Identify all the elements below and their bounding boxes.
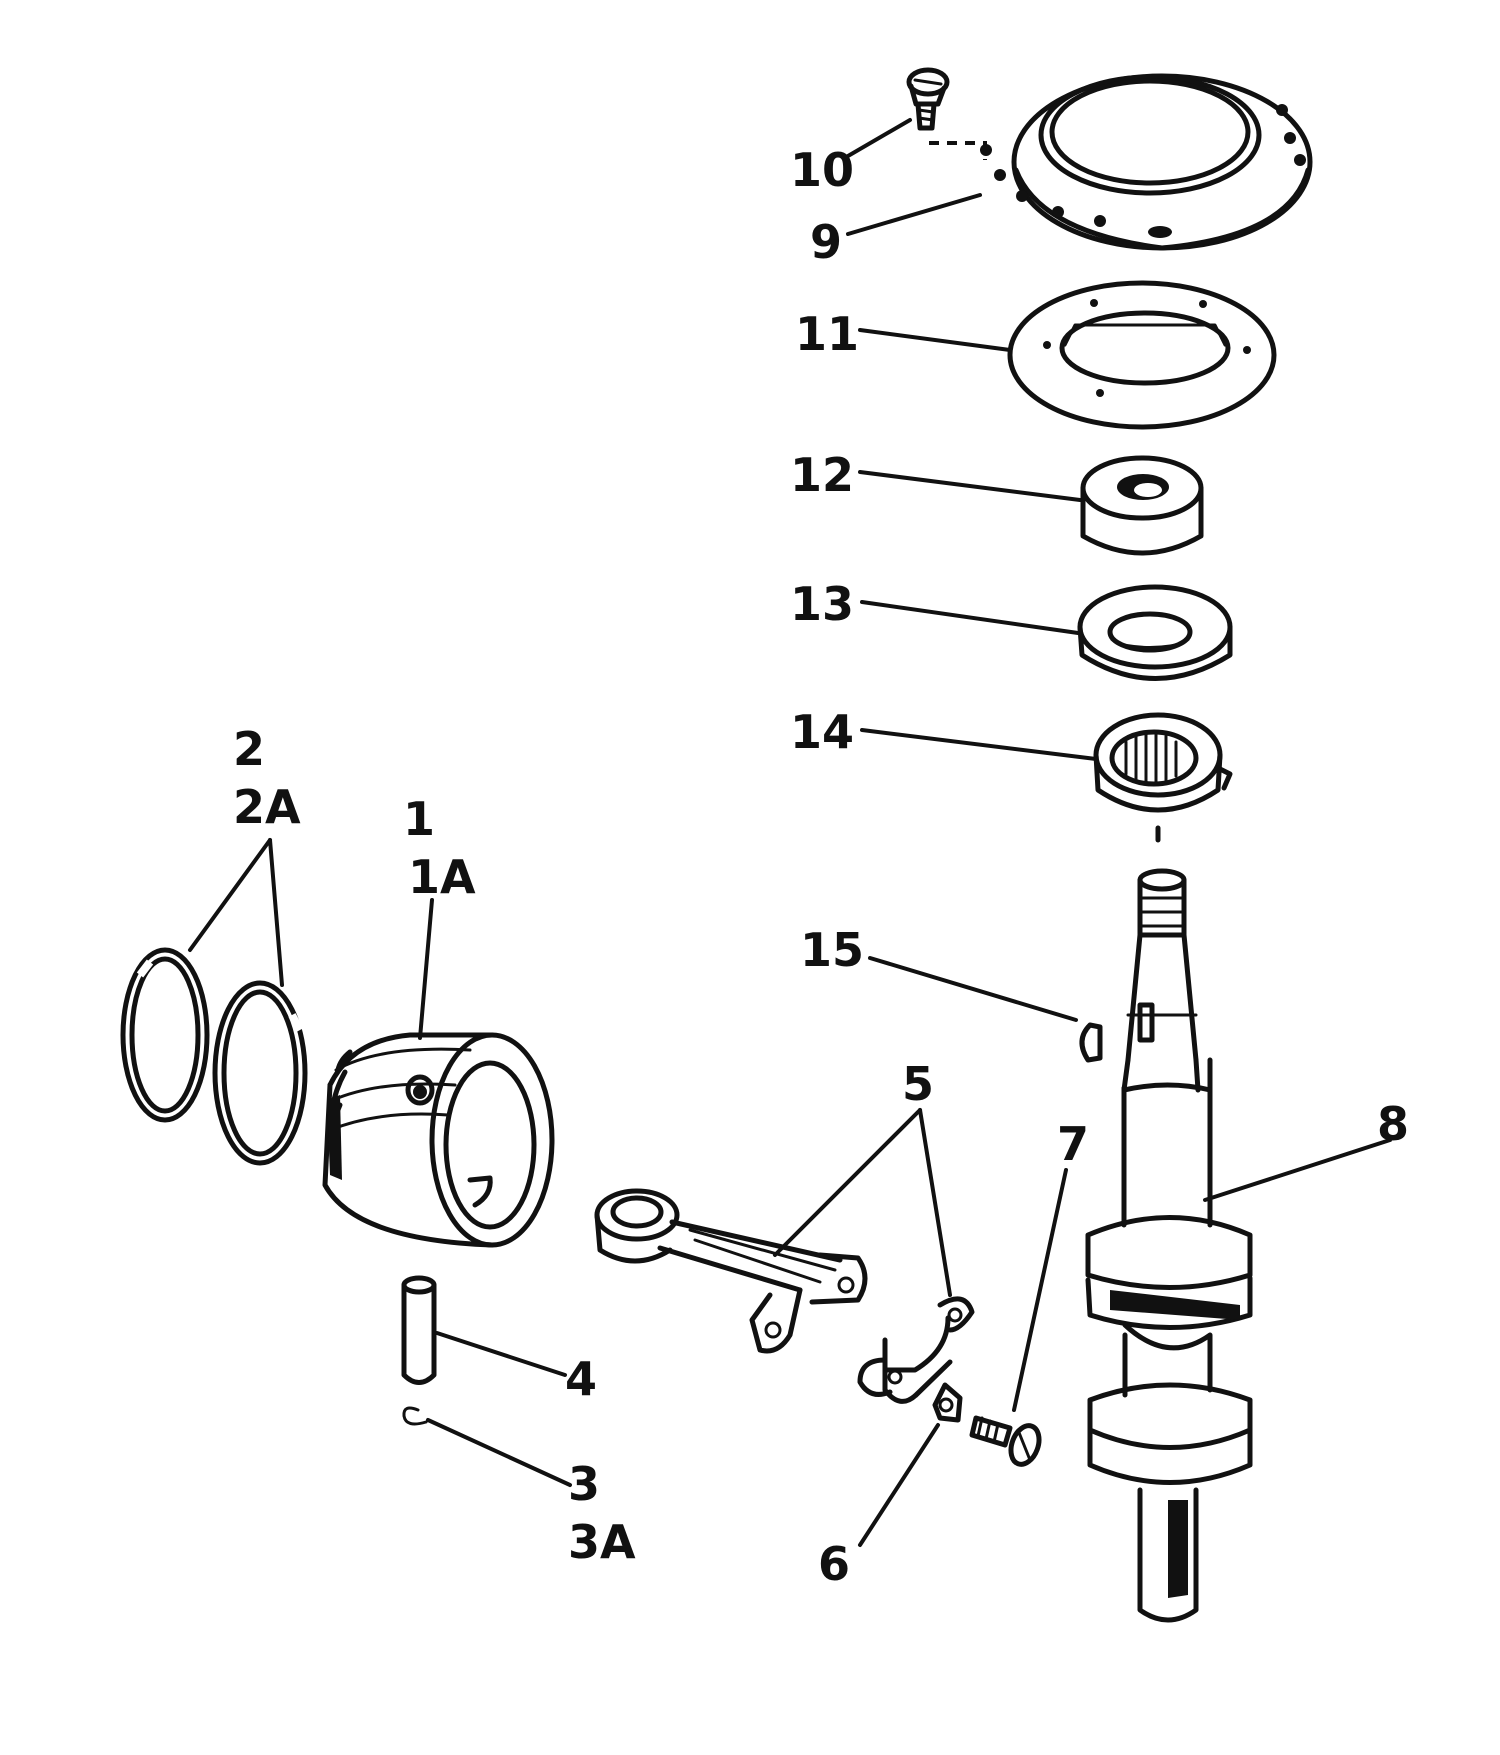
connecting-rod-part-5: [594, 1188, 868, 1354]
callout-15: 15: [800, 923, 864, 977]
woodruff-key-part-15: [1079, 1022, 1103, 1063]
callout-10: 10: [790, 143, 854, 197]
callout-11: 11: [795, 307, 859, 361]
callout-3a: 3A: [568, 1515, 636, 1569]
screw-part-10: [906, 67, 950, 131]
crankshaft-part-8: [1085, 868, 1253, 1623]
callout-13: 13: [790, 577, 854, 631]
spacer-part-12: [1080, 455, 1204, 556]
callout-1a: 1A: [408, 850, 476, 904]
callout-6: 6: [818, 1537, 850, 1591]
callout-4: 4: [565, 1352, 597, 1406]
retainer-plate-part-9: [980, 73, 1313, 251]
callout-7: 7: [1057, 1117, 1089, 1171]
callout-9: 9: [810, 215, 842, 269]
leader-lines: [188, 118, 1392, 1547]
piston-ring-2: [212, 980, 308, 1166]
callout-14: 14: [790, 705, 854, 759]
rod-cap-part-5: [857, 1296, 975, 1404]
callout-5: 5: [902, 1057, 934, 1111]
callout-2a: 2A: [233, 780, 301, 834]
rod-screw-part-7: [969, 1415, 1042, 1467]
gasket-part-11: [1007, 280, 1277, 430]
seal-part-13: [1077, 584, 1233, 681]
wrist-pin-part-4: [401, 1275, 437, 1385]
retaining-ring-part-3: [402, 1406, 428, 1426]
callout-2: 2: [233, 722, 265, 776]
callout-8: 8: [1377, 1097, 1409, 1151]
callout-3: 3: [568, 1457, 600, 1511]
lock-plate-part-6: [932, 1382, 963, 1423]
piston-ring-1: [120, 947, 210, 1123]
callout-12: 12: [790, 448, 854, 502]
needle-bearing-part-14: [1093, 712, 1233, 843]
callout-1: 1: [403, 792, 435, 846]
piston-part-1: [322, 1032, 555, 1248]
